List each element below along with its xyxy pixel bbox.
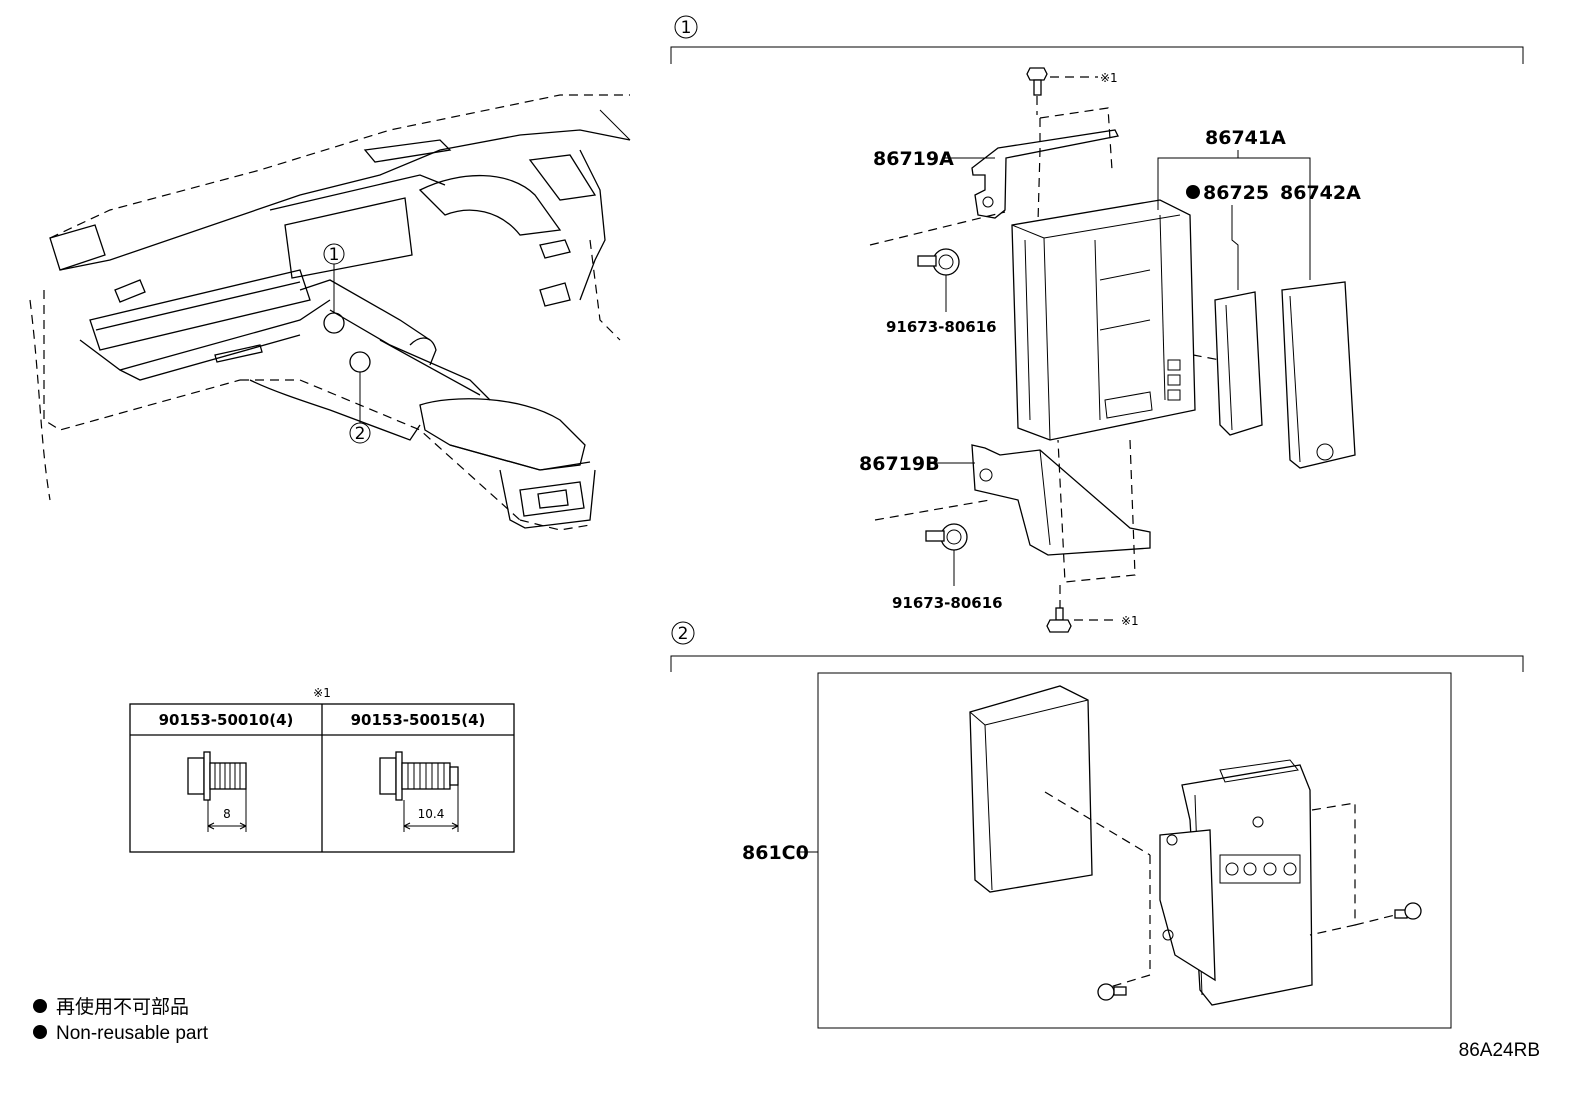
overview-callout-1: 1	[323, 243, 345, 265]
bolt-10.4mm-icon	[379, 751, 459, 832]
legend-japanese: 再使用不可部品	[56, 996, 189, 1018]
label-bolt-lower: 91673-80616	[892, 594, 1003, 612]
bolt-8mm-icon	[187, 751, 247, 832]
view-1-header: 1	[670, 15, 1524, 64]
bolt-length-1: 8	[223, 807, 231, 821]
legend-dot-icon	[33, 1025, 47, 1039]
label-86719B: 86719B	[859, 453, 940, 475]
label-86742A: 86742A	[1280, 182, 1361, 204]
view-2-header: 2	[670, 621, 1524, 672]
bolt-length-2: 10.4	[418, 807, 445, 821]
label-86725: 86725	[1203, 182, 1269, 204]
svg-text:2: 2	[678, 624, 689, 644]
cover-drawing	[1281, 281, 1356, 469]
bolt-table-title: ※1	[313, 686, 331, 700]
bottom-bolt-icon	[1046, 585, 1118, 633]
bolt-upper-drawing	[917, 248, 960, 312]
receiver-unit-drawing	[1159, 759, 1313, 1006]
bolt-table	[129, 703, 515, 853]
label-86741A: 86741A	[1205, 127, 1286, 149]
svg-text:1: 1	[681, 18, 692, 38]
module-assy-drawing	[1011, 199, 1196, 441]
bolt-table-part-2: 90153-50015(4)	[351, 711, 486, 729]
svg-text:1: 1	[329, 245, 340, 265]
note-mark-bottom: ※1	[1121, 614, 1139, 628]
receiver-bolt-left-icon	[1097, 983, 1127, 1001]
top-bolt-icon	[1026, 67, 1098, 115]
svg-text:2: 2	[355, 424, 366, 444]
figure-code: 86A24RB	[1459, 1040, 1540, 1061]
legend-dot-icon	[33, 999, 47, 1013]
receiver-bolt-right-icon	[1394, 902, 1422, 920]
note-mark-top: ※1	[1100, 71, 1118, 85]
legend-english: Non-reusable part	[56, 1023, 209, 1044]
dashboard-overview	[29, 94, 631, 531]
bolt-lower-drawing	[925, 523, 968, 586]
receiver-box-drawing	[969, 685, 1093, 893]
receiver-frame	[817, 672, 1452, 1029]
label-86719A: 86719A	[873, 148, 954, 170]
nonreusable-part-drawing	[1214, 205, 1263, 436]
nonreusable-dot-icon	[1186, 185, 1200, 199]
overview-callout-2: 2	[349, 422, 371, 444]
label-861C0: 861C0	[742, 842, 809, 864]
bracket-upper-drawing	[971, 129, 1119, 219]
label-bolt-upper: 91673-80616	[886, 318, 997, 336]
bolt-table-part-1: 90153-50010(4)	[159, 711, 294, 729]
